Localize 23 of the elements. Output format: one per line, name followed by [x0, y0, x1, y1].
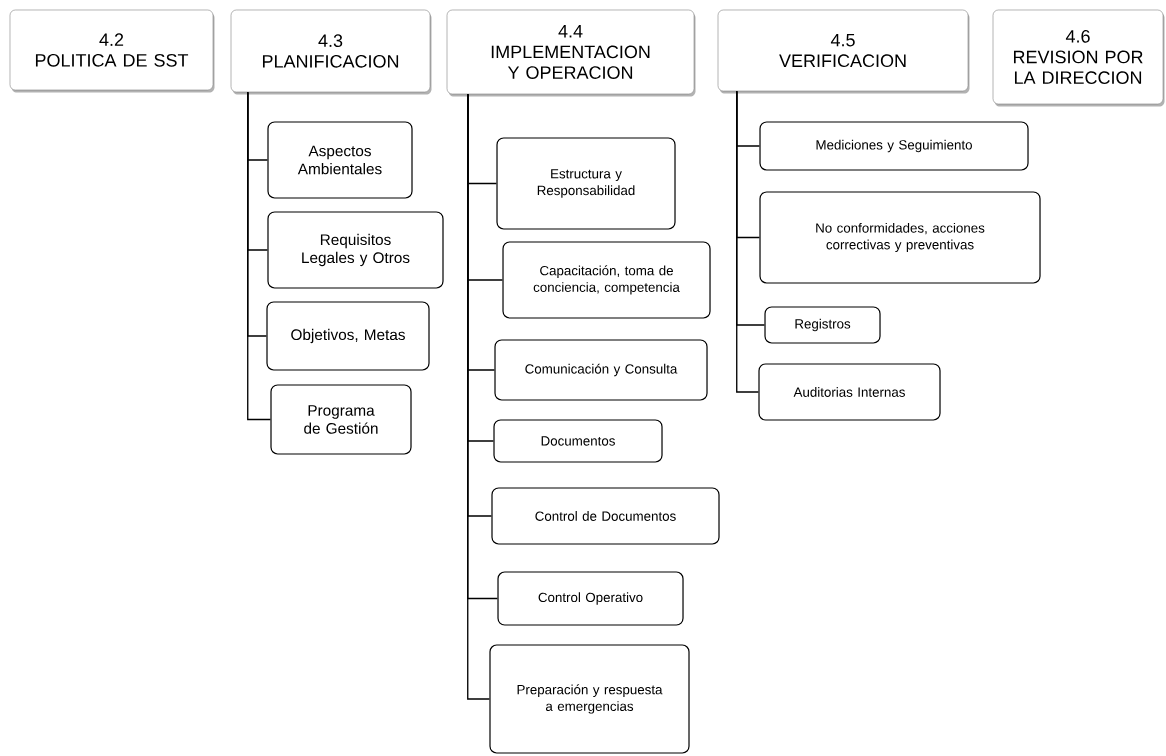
- item-box: Capacitación, toma de conciencia, competencia: [502, 241, 711, 319]
- section-box: 4.5 VERIFICACION: [717, 9, 970, 94]
- item-box: Requisitos Legales y Otros: [267, 211, 444, 289]
- item-box: Auditorias Internas: [758, 363, 941, 421]
- section-box: 4.6 REVISION POR LA DIRECCION: [992, 9, 1165, 107]
- item-box: Estructura y Responsabilidad: [496, 137, 676, 230]
- item-box: Comunicación y Consulta: [494, 339, 708, 401]
- section-box: 4.4 IMPLEMENTACION Y OPERACION: [446, 9, 696, 97]
- item-box: Registros: [764, 306, 881, 344]
- connector-line: [736, 90, 760, 393]
- connector-line: [467, 93, 491, 700]
- item-box: Control de Documentos: [491, 487, 720, 545]
- item-box: Programa de Gestión: [270, 384, 412, 455]
- item-box: No conformidades, acciones correctivas y preventivas: [759, 191, 1041, 284]
- item-box: Documentos: [493, 419, 663, 463]
- item-box: Mediciones y Seguimiento: [759, 121, 1029, 171]
- item-box: Objetivos, Metas: [266, 301, 430, 371]
- item-box: Control Operativo: [497, 571, 684, 626]
- section-box: 4.3 PLANIFICACION: [230, 9, 432, 95]
- item-box: Preparación y respuesta a emergencias: [489, 644, 690, 754]
- item-box: Aspectos Ambientales: [267, 121, 413, 199]
- section-box: 4.2 POLITICA DE SST: [9, 9, 215, 93]
- connector-line: [247, 91, 272, 421]
